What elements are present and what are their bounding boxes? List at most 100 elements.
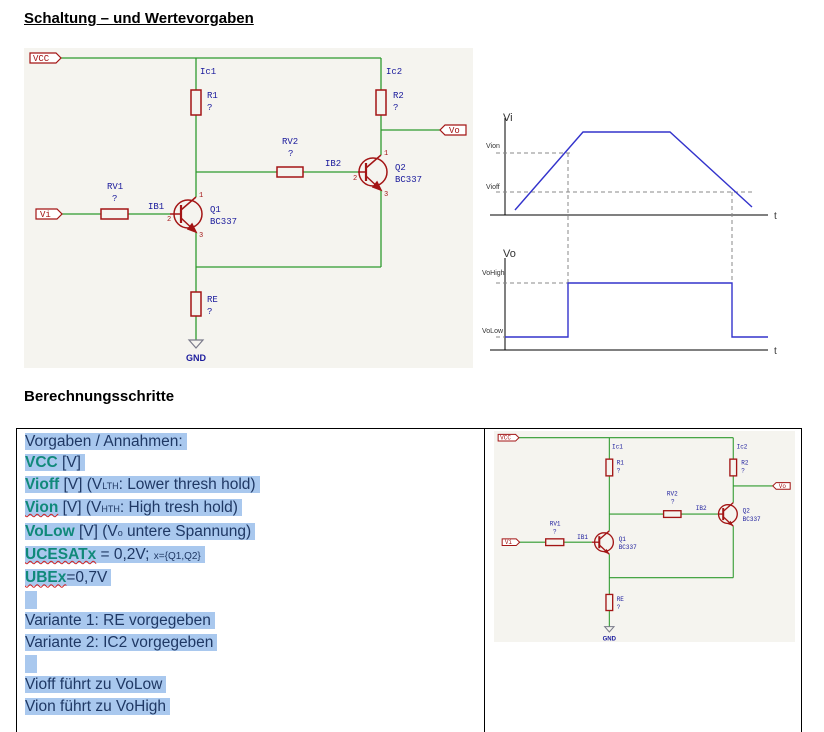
rv1-name: RV1	[107, 182, 123, 192]
rule1-text: Vioff führt zu VoLow	[25, 676, 167, 694]
ucesat-note: x={Q1,Q2}	[153, 551, 201, 563]
re-name-small: RE	[617, 596, 625, 603]
line-vcc: VCC [V]	[25, 452, 260, 473]
gnd-label-small: GND	[603, 637, 617, 642]
q2-pin2: 2	[353, 175, 357, 183]
t-label-bottom: t	[774, 346, 777, 357]
q2-pin1: 1	[384, 150, 388, 158]
schematic-drawing: VCC Vi Vo GND Ic1 Ic2 R1 ? R2 ? RV2 ? IB…	[29, 52, 467, 363]
vi-label-small: Vi	[505, 539, 513, 546]
ib2-label-small: IB2	[696, 505, 707, 512]
line-blank-2	[25, 653, 260, 674]
ic2-label-small: Ic2	[737, 443, 748, 450]
vo-axis-label: Vo	[503, 248, 516, 260]
ucesat-keyword: UCESATx	[25, 546, 97, 564]
r1-name: R1	[207, 91, 218, 101]
gnd-symbol	[187, 339, 205, 349]
q1-type: BC337	[210, 217, 237, 227]
q1-type-small: BC337	[619, 544, 637, 551]
component-labels: Ic1 Ic2 R1 ? R2 ? RV2 ? IB2 RV1 ? IB1 Q1…	[107, 67, 422, 317]
pin-numbers: 1 2 3 1 2 3	[167, 150, 388, 240]
rv1-value: ?	[112, 194, 117, 204]
volow-sub: o	[117, 527, 123, 538]
r1-name-small: R1	[617, 459, 625, 466]
r1-value: ?	[207, 103, 212, 113]
line-volow: VoLow [V] (Vo untere Spannung)	[25, 521, 260, 544]
vion-text-a: [V] (V	[58, 499, 102, 517]
r2-name: R2	[393, 91, 404, 101]
line-vion: Vion [V] (VHTH: High tresh hold)	[25, 497, 260, 520]
volow-keyword: VoLow	[25, 522, 75, 540]
re-value-small: ?	[617, 604, 621, 611]
r2-name-small: R2	[741, 459, 749, 466]
re-name: RE	[207, 295, 218, 305]
vioff-label: Vioff	[486, 184, 500, 191]
volow-text-a: [V] (V	[74, 522, 118, 540]
gnd-label: GND	[186, 353, 207, 363]
vion-text-b: : High tresh hold)	[119, 499, 238, 517]
rule2-text: Vion führt zu VoHigh	[25, 697, 171, 715]
schematic-drawing-small: VCC Vi Vo GND Ic1 Ic2 R1 ? R2 ? RV2 ? IB…	[497, 433, 791, 643]
r1-value-small: ?	[617, 468, 621, 475]
vi-signal	[514, 131, 753, 211]
table-divider	[484, 429, 485, 732]
vcc-label: VCC	[33, 54, 50, 64]
ports	[29, 52, 467, 220]
ib2-label: IB2	[325, 159, 341, 169]
rv2-name-small: RV2	[667, 490, 678, 497]
vion-sub: HTH	[101, 504, 120, 515]
q2-name-small: Q2	[743, 508, 751, 515]
timing-diagram: Vi Vo t t Vion Vioff VoHigh VoLow	[478, 108, 788, 370]
line-rule1: Vioff führt zu VoLow	[25, 674, 260, 695]
ube-keyword: UBEx	[25, 569, 67, 587]
vion-label: Vion	[486, 143, 500, 150]
rv1-value-small: ?	[553, 528, 557, 535]
rv1-name-small: RV1	[550, 520, 561, 527]
vi-label: Vi	[40, 210, 51, 220]
re-value: ?	[207, 307, 212, 317]
ib1-label: IB1	[148, 202, 164, 212]
ucesat-value: = 0,2V;	[96, 546, 154, 564]
ube-value: =0,7V	[66, 569, 108, 587]
rv2-value-small: ?	[671, 498, 675, 505]
q2-name: Q2	[395, 163, 406, 173]
q1-pin2: 2	[167, 216, 171, 224]
q1-name-small: Q1	[619, 536, 627, 543]
vcc-unit: [V]	[57, 454, 81, 472]
circuit-schematic: VCC Vi Vo GND Ic1 Ic2 R1 ? R2 ? RV2 ? IB…	[24, 48, 473, 368]
line-blank-1	[25, 589, 260, 610]
ic2-label: Ic2	[386, 67, 402, 77]
vi-axis-label: Vi	[503, 112, 513, 124]
vo-label-small: Vo	[779, 483, 787, 490]
steps-table: Vorgaben / Annahmen: VCC [V] Vioff [V] (…	[16, 428, 802, 732]
timing-guides	[496, 152, 752, 338]
wires	[60, 57, 440, 340]
q2-type: BC337	[395, 175, 422, 185]
timing-axes	[490, 118, 768, 351]
q2-pin3: 3	[384, 191, 388, 199]
ic1-label: Ic1	[200, 67, 216, 77]
ic1-label-small: Ic1	[612, 443, 623, 450]
volow-label: VoLow	[482, 328, 504, 335]
t-label-top: t	[774, 211, 777, 222]
line-assumptions: Vorgaben / Annahmen:	[25, 431, 260, 452]
heading-steps: Berechnungsschritte	[24, 388, 175, 405]
vcc-label-small: VCC	[500, 435, 511, 442]
q2-type-small: BC337	[743, 516, 761, 523]
q1-name: Q1	[210, 205, 221, 215]
resistors	[100, 89, 387, 317]
line-variant2: Variante 2: IC2 vorgegeben	[25, 632, 260, 653]
q1-pin3: 3	[199, 232, 203, 240]
vioff-sub: LTH	[102, 480, 119, 491]
r2-value: ?	[393, 103, 398, 113]
line-vioff: Vioff [V] (VLTH: Lower thresh hold)	[25, 474, 260, 497]
vo-signal	[505, 282, 768, 338]
line-rule2: Vion führt zu VoHigh	[25, 696, 260, 717]
vioff-keyword: Vioff	[25, 475, 60, 493]
variant1-text: Variante 1: RE vorgegeben	[25, 612, 215, 630]
circuit-schematic-small: VCC Vi Vo GND Ic1 Ic2 R1 ? R2 ? RV2 ? IB…	[494, 431, 795, 643]
vioff-text-a: [V] (V	[59, 475, 103, 493]
timing-drawing: Vi Vo t t Vion Vioff VoHigh VoLow	[482, 112, 777, 357]
line-variant1: Variante 1: RE vorgegeben	[25, 610, 260, 631]
q1-pin1: 1	[199, 192, 203, 200]
